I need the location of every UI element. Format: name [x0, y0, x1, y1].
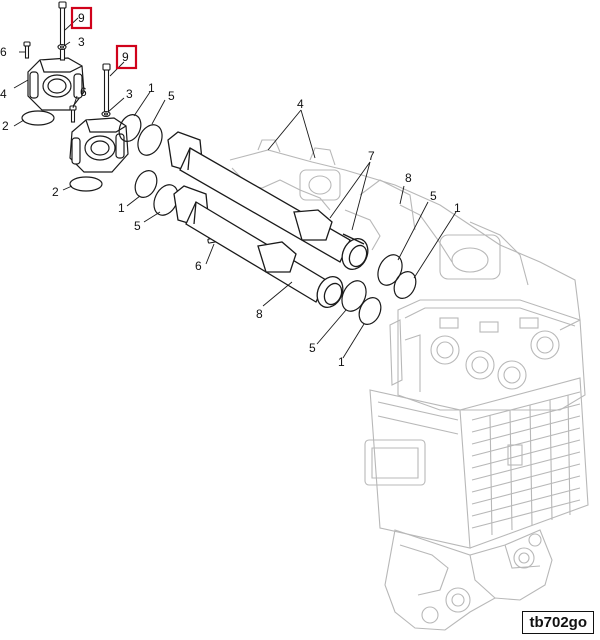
highlight-box-9-upper: [70, 6, 93, 30]
leader-lines: [13, 17, 457, 359]
callout-1-bottom: 1: [338, 355, 345, 369]
callout-6-lower: 6: [195, 259, 202, 273]
mounting-bracket-lower: [69, 117, 129, 173]
callout-3-upper: 3: [78, 35, 85, 49]
callout-5-bottom: 5: [309, 341, 316, 355]
washer-lower: [101, 110, 111, 118]
o-ring-2-upper: [21, 110, 55, 126]
o-ring-2-lower: [69, 176, 103, 192]
o-ring-1-d: [358, 297, 382, 325]
intercooler-fins: [471, 391, 581, 536]
callout-9-lower: 9: [122, 50, 129, 64]
callout-8-top: 8: [405, 171, 412, 185]
o-ring-1-b: [134, 170, 158, 198]
callout-5-right: 5: [430, 189, 437, 203]
callout-7: 7: [368, 149, 375, 163]
callout-6-upper: 6: [0, 45, 7, 59]
callout-6-mid: 6: [80, 85, 87, 99]
callout-1-left: 1: [118, 201, 125, 215]
mounting-bracket-upper: [27, 57, 85, 111]
callout-3-lower: 3: [126, 87, 133, 101]
long-bolt-upper: [58, 1, 67, 61]
o-ring-1-a: [118, 114, 142, 142]
callout-5-left: 5: [134, 219, 141, 233]
callout-5-top-left: 5: [168, 89, 175, 103]
pin-mid: [69, 105, 77, 123]
callout-4-left: 4: [0, 87, 7, 101]
engine-assembly-ghost: [229, 139, 589, 631]
callout-1-right: 1: [454, 201, 461, 215]
callout-2-lower: 2: [52, 185, 59, 199]
o-ring-5-c: [377, 254, 403, 286]
o-rings: [21, 110, 417, 325]
o-ring-5-a: [137, 124, 163, 156]
callout-9-upper: 9: [78, 11, 85, 25]
callout-1-top-left: 1: [148, 81, 155, 95]
callout-8-bottom: 8: [256, 307, 263, 321]
o-ring-1-c: [393, 271, 417, 299]
highlight-box-9-lower: [115, 44, 138, 70]
drawing-reference-code: tb702go: [522, 611, 594, 634]
long-bolt-lower: [102, 63, 111, 113]
charge-air-tube-lower: [173, 185, 344, 309]
charge-air-tube-upper: [167, 131, 369, 271]
callout-2-upper: 2: [2, 119, 9, 133]
o-ring-5-d: [341, 280, 367, 312]
pin-upper-left: [23, 41, 31, 59]
callout-4-top: 4: [297, 97, 304, 111]
